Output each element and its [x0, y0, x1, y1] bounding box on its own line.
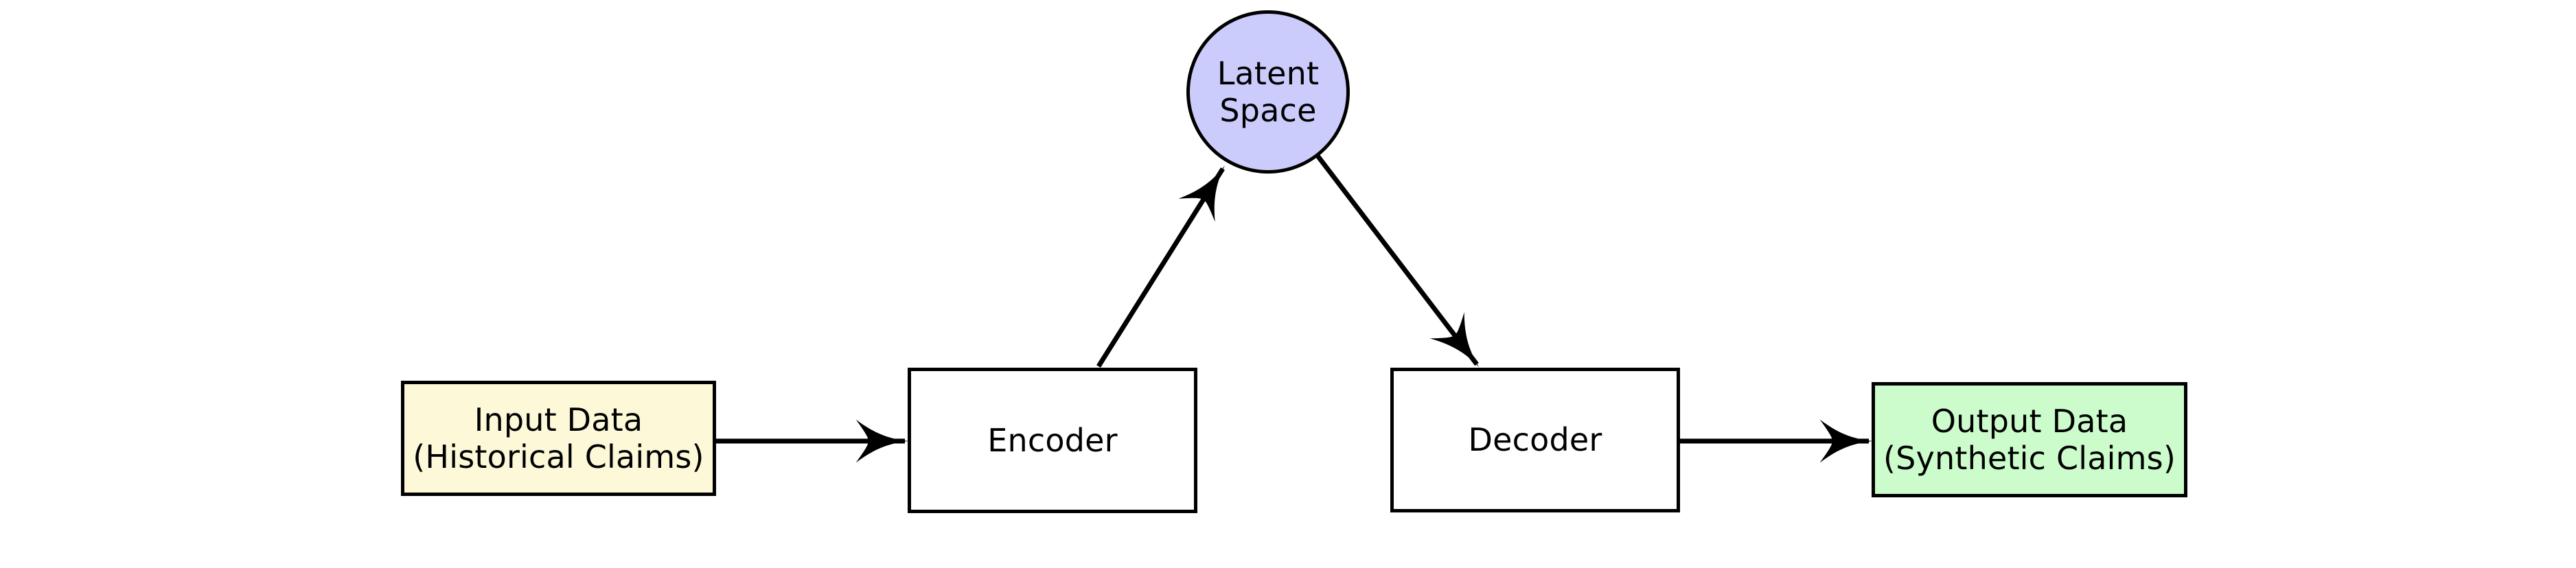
node-input-data-label: Input Data (Historical Claims): [413, 401, 704, 475]
node-latent-space[interactable]: Latent Space: [1186, 10, 1350, 174]
edge-encoder-to-latent: [1096, 165, 1225, 368]
node-input-data[interactable]: Input Data (Historical Claims): [401, 381, 716, 496]
node-decoder-label: Decoder: [1468, 421, 1602, 459]
node-output-data-label: Output Data (Synthetic Claims): [1883, 402, 2176, 477]
node-decoder[interactable]: Decoder: [1390, 368, 1680, 512]
node-encoder-label: Encoder: [987, 421, 1118, 459]
node-encoder[interactable]: Encoder: [908, 368, 1197, 513]
edge-latent-to-decoder: [1315, 154, 1480, 368]
node-latent-space-label: Latent Space: [1217, 54, 1320, 129]
node-output-data[interactable]: Output Data (Synthetic Claims): [1872, 382, 2187, 497]
